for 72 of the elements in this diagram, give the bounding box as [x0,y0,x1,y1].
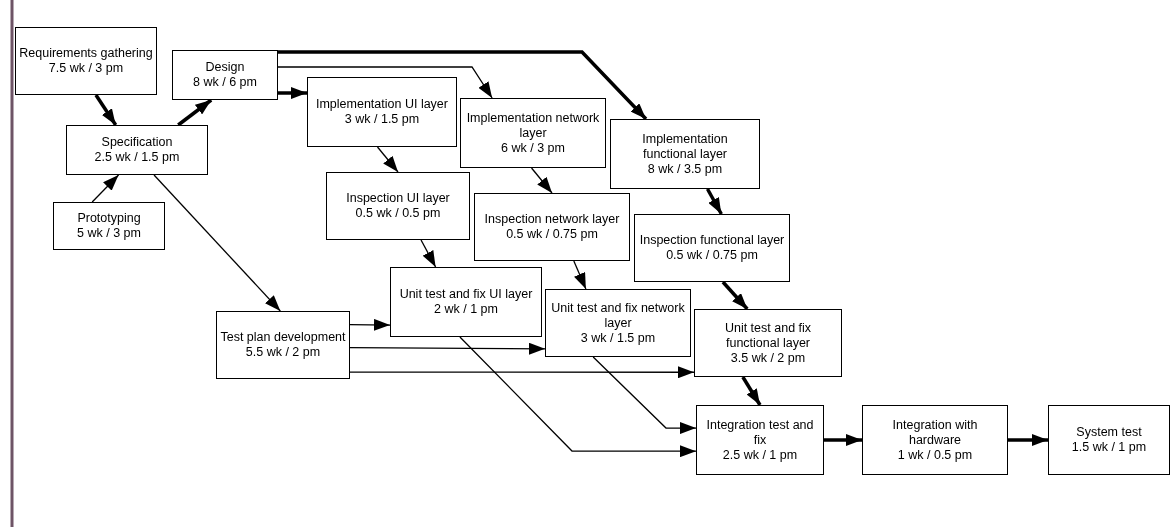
task-name: Inspection UI layer [346,191,450,206]
arrow [349,318,391,331]
task-box [53,202,165,250]
task-name: Prototyping [77,211,141,226]
task-name: Integration with hardware [891,417,979,448]
arrow [530,167,553,194]
task-duration: 2.5 wk / 1.5 pm [94,150,180,165]
task-box [862,405,1008,475]
arrow [824,434,862,446]
task-duration: 0.5 wk / 0.5 pm [355,206,441,221]
task-box [460,98,606,168]
task-box [694,309,842,377]
task-duration: 1.5 wk / 1 pm [1071,440,1147,455]
arrow [573,260,587,290]
arrow [420,239,437,268]
arrow [1008,434,1048,446]
task-box [474,193,630,261]
arrow [592,356,697,435]
arrow [177,98,213,127]
task-name: Implementation functional layer [641,131,729,162]
task-duration: 8 wk / 6 pm [193,75,257,90]
task-duration: 7.5 wk / 3 pm [48,61,124,76]
task-box [696,405,824,475]
task-duration: 1 wk / 0.5 pm [897,447,973,463]
arrow [349,342,546,355]
arrow [741,376,762,406]
task-name: Inspection functional layer [639,233,785,248]
arrow [277,66,493,99]
arrow [91,174,120,203]
task-name: Implementation network layer [465,110,601,141]
arrow [376,146,399,173]
task-duration: 5 wk / 3 pm [77,226,141,241]
task-duration: 2 wk / 1 pm [434,302,498,317]
task-box [610,119,760,189]
arrow [349,366,695,379]
task-name: Integration test and fix [705,417,815,448]
arrow [721,280,749,311]
task-box [326,172,470,240]
arrow [459,336,697,458]
task-box [307,77,457,147]
task-duration: 3 wk / 1.5 pm [580,330,656,346]
task-name: Unit test and fix network layer [550,300,686,331]
task-duration: 6 wk / 3 pm [501,140,565,156]
task-duration: 3.5 wk / 2 pm [730,350,806,366]
task-duration: 8 wk / 3.5 pm [647,161,723,177]
task-box [15,27,157,95]
task-box [1048,405,1170,475]
task-box [216,311,350,379]
task-box [390,267,542,337]
arrow [278,50,648,121]
task-box [545,289,691,357]
arrow [94,94,118,126]
task-name: Design [205,60,245,75]
task-name: Test plan development [220,330,346,345]
task-name: Unit test and fix UI layer [399,287,533,302]
arrow [153,174,281,312]
task-duration: 0.5 wk / 0.75 pm [506,227,598,242]
task-name: Requirements gathering [19,46,153,61]
arrow [705,188,723,215]
task-name: Inspection network layer [484,212,620,227]
task-name: Unit test and fix functional layer [723,320,813,351]
task-box [66,125,208,175]
task-box [172,50,278,100]
task-duration: 5.5 wk / 2 pm [245,345,321,360]
task-name: Specification [101,135,173,150]
arrow [278,87,307,100]
task-duration: 2.5 wk / 1 pm [722,447,798,463]
task-box [634,214,790,282]
task-duration: 3 wk / 1.5 pm [344,112,420,127]
task-name: System test [1076,425,1142,440]
task-name: Implementation UI layer [316,97,448,112]
task-duration: 0.5 wk / 0.75 pm [666,248,758,263]
